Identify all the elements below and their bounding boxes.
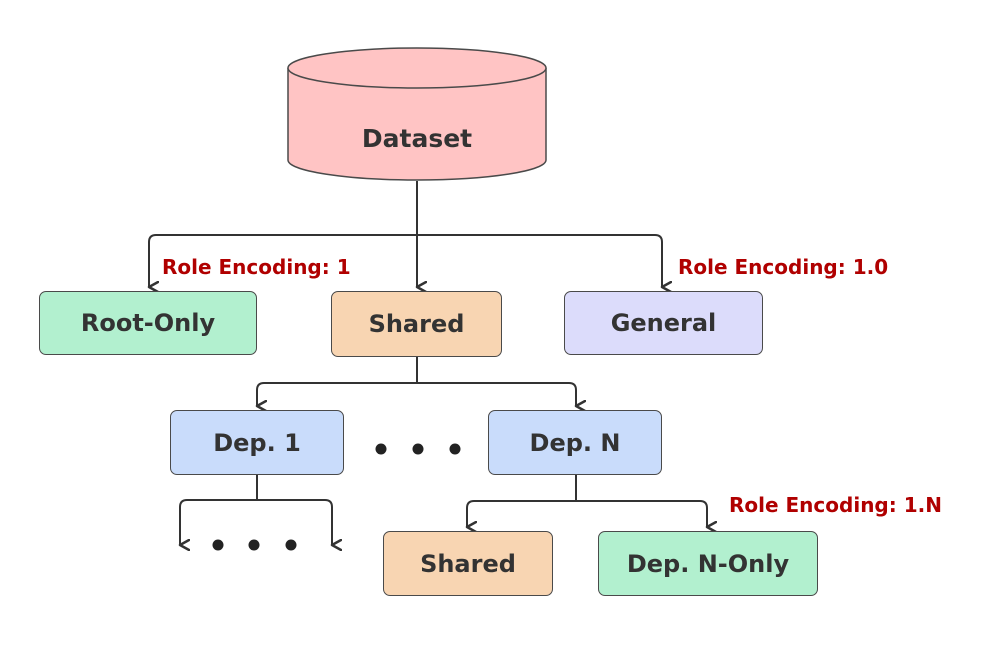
shared-bottom-node: Shared bbox=[383, 531, 553, 596]
role-encoding-general-label: Role Encoding: 1.0 bbox=[678, 255, 889, 279]
connector-dep-1-left bbox=[180, 499, 257, 545]
connector-to-dep-1 bbox=[257, 382, 417, 406]
shared-top-node: Shared bbox=[331, 291, 502, 357]
root-only-node: Root-Only bbox=[39, 291, 257, 355]
connector-to-shared-bottom bbox=[467, 500, 576, 527]
general-node: General bbox=[564, 291, 763, 355]
connector-to-dep-n-only bbox=[576, 500, 707, 527]
role-encoding-dep-n-label: Role Encoding: 1.N bbox=[729, 493, 942, 517]
connector-to-root-only bbox=[149, 234, 417, 287]
connector-dep-1-right bbox=[257, 499, 332, 545]
role-encoding-root-label: Role Encoding: 1 bbox=[162, 255, 351, 279]
ellipsis-under-dep-1 bbox=[212, 539, 297, 551]
connector-to-dep-n bbox=[417, 382, 576, 406]
dep-n-only-node: Dep. N-Only bbox=[598, 531, 818, 596]
ellipsis-between-deps bbox=[375, 443, 461, 455]
dataset-label: Dataset bbox=[361, 123, 473, 153]
dataset-cylinder bbox=[287, 47, 547, 181]
connector-to-general bbox=[417, 234, 662, 287]
dep-n-node: Dep. N bbox=[488, 410, 662, 475]
dep-1-node: Dep. 1 bbox=[170, 410, 344, 475]
